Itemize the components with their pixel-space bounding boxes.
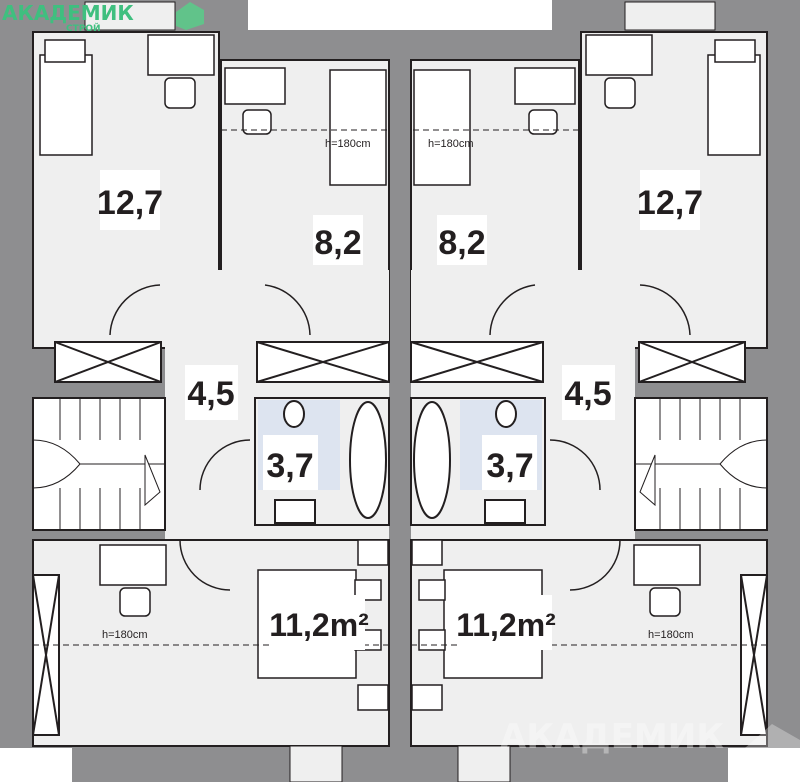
logo-subtext: СТРОЙ (66, 22, 101, 34)
house-icon (176, 2, 204, 30)
room-labels (100, 170, 700, 650)
top-notch (248, 0, 552, 30)
room-area-label: 8,2 (438, 224, 485, 262)
room-area-label: 12,7 (637, 184, 703, 222)
room-area-label: 4,5 (187, 375, 234, 413)
height-label: h=180cm (102, 629, 148, 641)
height-label: h=180cm (648, 629, 694, 641)
room-area-label: 11,2m² (269, 607, 369, 643)
wardrobe (32, 341, 390, 736)
height-label: h=180cm (428, 138, 474, 150)
sink-icon (274, 499, 316, 524)
toilet-icon (283, 400, 305, 428)
room-area-label: 8,2 (314, 224, 361, 262)
watermark-house-icon (745, 724, 800, 760)
bottom-right-notch (728, 748, 800, 782)
window-bottom (289, 745, 343, 782)
bottom-left-notch (0, 748, 72, 782)
room-area-label: 11,2m² (456, 607, 556, 643)
window (84, 1, 176, 31)
room-area-label: 3,7 (266, 447, 313, 485)
logo-text: АКАДЕМИК (2, 1, 134, 25)
watermark: АКАДЕМИК (500, 717, 724, 757)
room-area-label: 12,7 (97, 184, 163, 222)
room-area-label: 4,5 (564, 375, 611, 413)
room-area-label: 3,7 (486, 447, 533, 485)
height-label: h=180cm (325, 138, 371, 150)
logo: АКАДЕМИК СТРОЙ (2, 1, 204, 34)
bathtub-icon (349, 401, 387, 519)
left-unit (32, 1, 390, 782)
middle-wall (390, 60, 410, 746)
